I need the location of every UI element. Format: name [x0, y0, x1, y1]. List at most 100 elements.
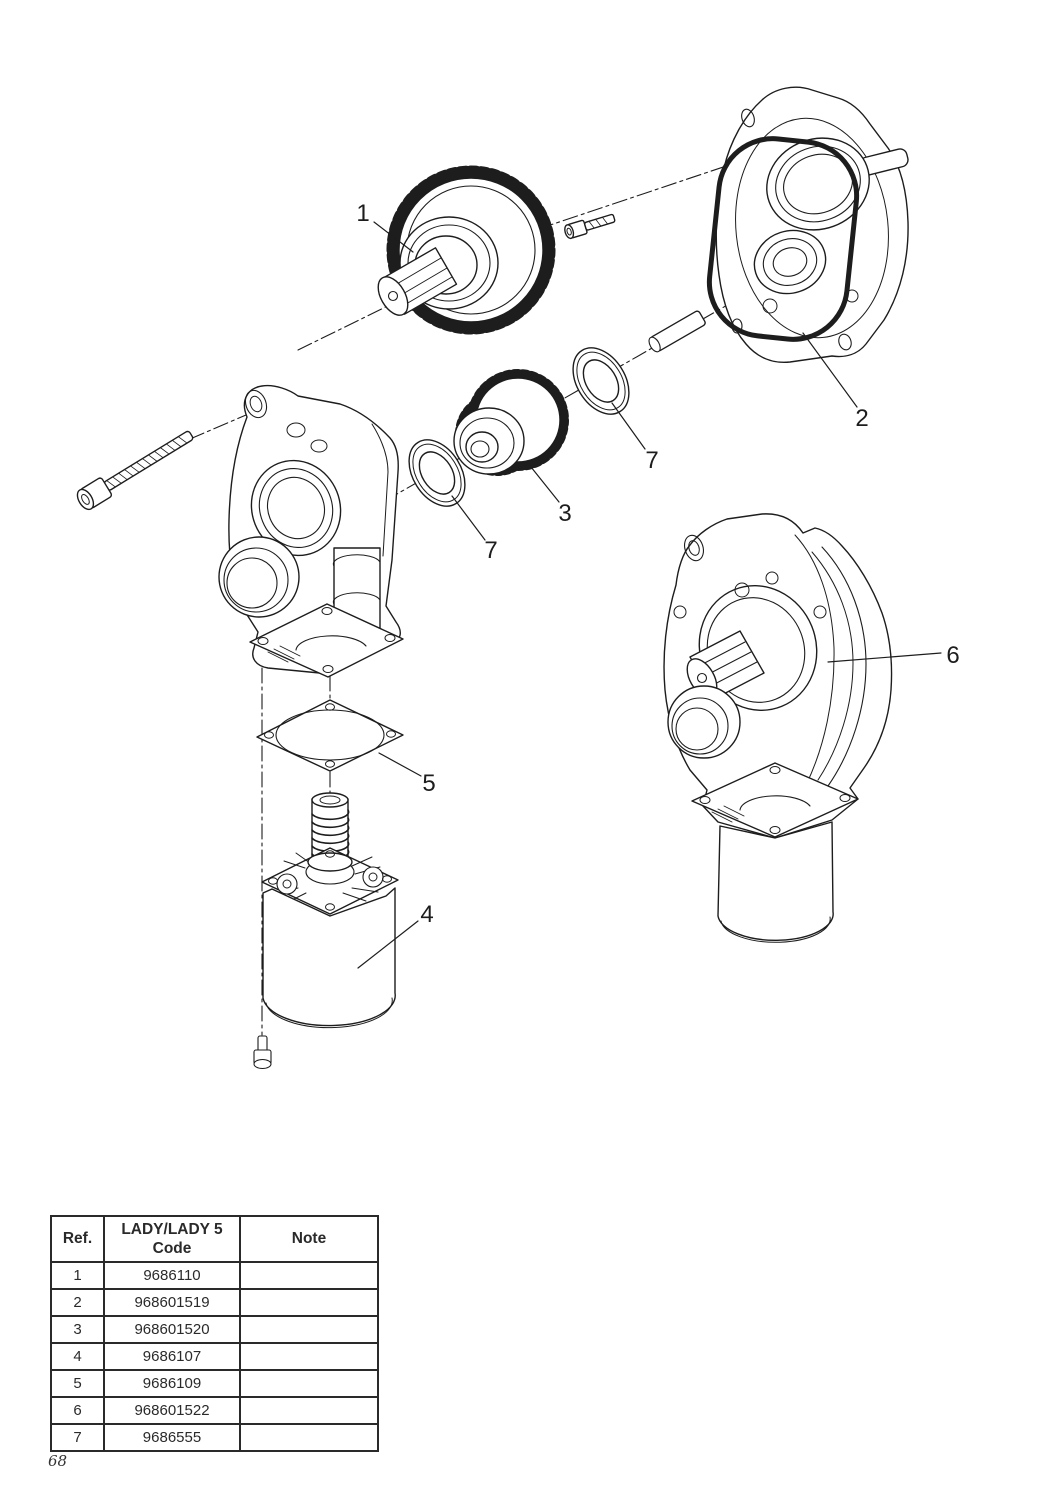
part-6-assembled-gearbox	[663, 513, 893, 943]
unit-flange-arch	[739, 795, 811, 811]
callout-2: 2	[855, 405, 868, 432]
housing-left-bore-mid	[258, 467, 334, 549]
housing-left-bore-outer	[250, 459, 342, 557]
axis-gear1-shaft	[297, 298, 403, 351]
unit-flange-slot-hatch	[711, 805, 745, 823]
unit-bolt-2	[765, 571, 779, 585]
motor-worm-top-bore	[319, 795, 341, 805]
gear1-shaft-spline-3	[400, 276, 453, 308]
flange-slot-hatch	[267, 645, 301, 663]
unit-bolt-4	[673, 605, 687, 619]
table-row: 5 9686109	[50, 1369, 379, 1398]
motor-flange-boss-right	[362, 866, 384, 888]
part-2-oring-gasket	[706, 136, 860, 342]
callout-labels: 1 2 3 4 5 6 7 7	[356, 200, 959, 928]
part-2-cover	[715, 86, 909, 364]
exploded-view-diagram: 1 2 3 4 5 6 7 7	[76, 86, 960, 1070]
header-ref: Ref.	[50, 1215, 105, 1263]
housing-left-column-band-2	[332, 592, 381, 605]
part-1-output-gear	[377, 165, 556, 335]
cell-ref: 3	[50, 1315, 105, 1344]
cell-ref: 1	[50, 1261, 105, 1290]
cell-note	[239, 1261, 379, 1290]
part-7-seal-left	[408, 439, 466, 507]
housing-left-flange-arch	[295, 635, 367, 651]
motor-flange-hole-2	[325, 850, 335, 858]
leader-7-left	[451, 495, 486, 541]
cap-screw-small	[564, 213, 616, 240]
seal-right-inner	[582, 359, 620, 403]
housing-left-boss-top-2	[310, 439, 328, 453]
leader-6	[827, 652, 942, 663]
motor-screw	[253, 1035, 272, 1070]
cover-boss-mid	[762, 238, 818, 286]
cell-code: 9686107	[103, 1342, 241, 1371]
dowel-pin	[648, 310, 706, 353]
seal-right-mid	[576, 351, 626, 411]
callout-7-left: 7	[484, 537, 497, 564]
gasket-hole-2	[325, 703, 335, 711]
gasket-hole-1	[264, 731, 274, 739]
unit-flange-hole-1	[699, 796, 711, 804]
table-header-row: Ref. LADY/LADY 5 Code Note	[50, 1215, 379, 1263]
housing-left-lug-outer	[244, 389, 268, 419]
gear3-bore	[470, 440, 490, 458]
housing-left-inner-contour	[371, 423, 389, 557]
callout-leaders	[357, 221, 942, 969]
cap-screw-shank	[584, 213, 616, 231]
gear1-teeth	[386, 165, 556, 335]
motor-flange-boss-left	[276, 873, 298, 895]
part-7-seal-right	[572, 347, 630, 415]
cell-code: 968601520	[103, 1315, 241, 1344]
cell-note	[239, 1369, 379, 1398]
leader-7-right	[611, 402, 646, 450]
cover-lug-hole-top	[741, 108, 755, 128]
cell-ref: 2	[50, 1288, 105, 1317]
cell-code: 9686109	[103, 1369, 241, 1398]
leader-1	[373, 221, 414, 253]
cell-note	[239, 1342, 379, 1371]
table-row: 4 9686107	[50, 1342, 379, 1371]
motor-screw-head-face	[253, 1058, 272, 1070]
unit-motor-cylinder	[717, 821, 834, 941]
gasket-hole-3	[386, 730, 396, 738]
unit-flange-hole-2	[769, 766, 781, 774]
motor-hub-top	[307, 852, 353, 872]
bolt-socket	[81, 493, 90, 505]
unit-flange-hole-4	[769, 826, 781, 834]
cell-ref: 5	[50, 1369, 105, 1398]
header-code-line2: Code	[152, 1240, 192, 1257]
motor-flange-hole-3	[382, 875, 392, 883]
unit-center-ridge	[794, 534, 835, 786]
table-row: 2 968601519	[50, 1288, 379, 1317]
unit-bolt-1	[734, 582, 750, 598]
part-5-gasket	[256, 699, 404, 772]
flange-hole-1	[257, 637, 269, 645]
flange-hole-3	[384, 634, 396, 642]
table-row: 1 9686110	[50, 1261, 379, 1290]
bolt-shank	[103, 430, 194, 491]
housing-left-flange	[249, 603, 404, 678]
table-row: 6 968601522	[50, 1396, 379, 1425]
leader-5	[378, 752, 422, 777]
unit-shaft-bore	[696, 672, 708, 684]
cover-bore-mid	[775, 145, 861, 223]
unit-boss-face	[675, 707, 719, 751]
cell-code: 968601522	[103, 1396, 241, 1425]
unit-flange	[691, 762, 859, 838]
bolt-head-face	[76, 488, 95, 511]
flange-hole-4	[322, 665, 334, 673]
leader-2	[802, 332, 858, 408]
cell-note	[239, 1315, 379, 1344]
cell-note	[239, 1288, 379, 1317]
header-code-line1: LADY/LADY 5	[121, 1220, 223, 1238]
cover-lug-hole-bottom	[838, 333, 852, 351]
cap-screw-head-face	[564, 224, 575, 240]
header-code: LADY/LADY 5 Code	[103, 1215, 241, 1263]
gearbox-housing-left	[218, 384, 404, 678]
cell-ref: 7	[50, 1423, 105, 1452]
seal-left-inner	[418, 451, 456, 495]
cover-screw-boss-1	[762, 298, 778, 314]
leader-4	[357, 920, 419, 969]
